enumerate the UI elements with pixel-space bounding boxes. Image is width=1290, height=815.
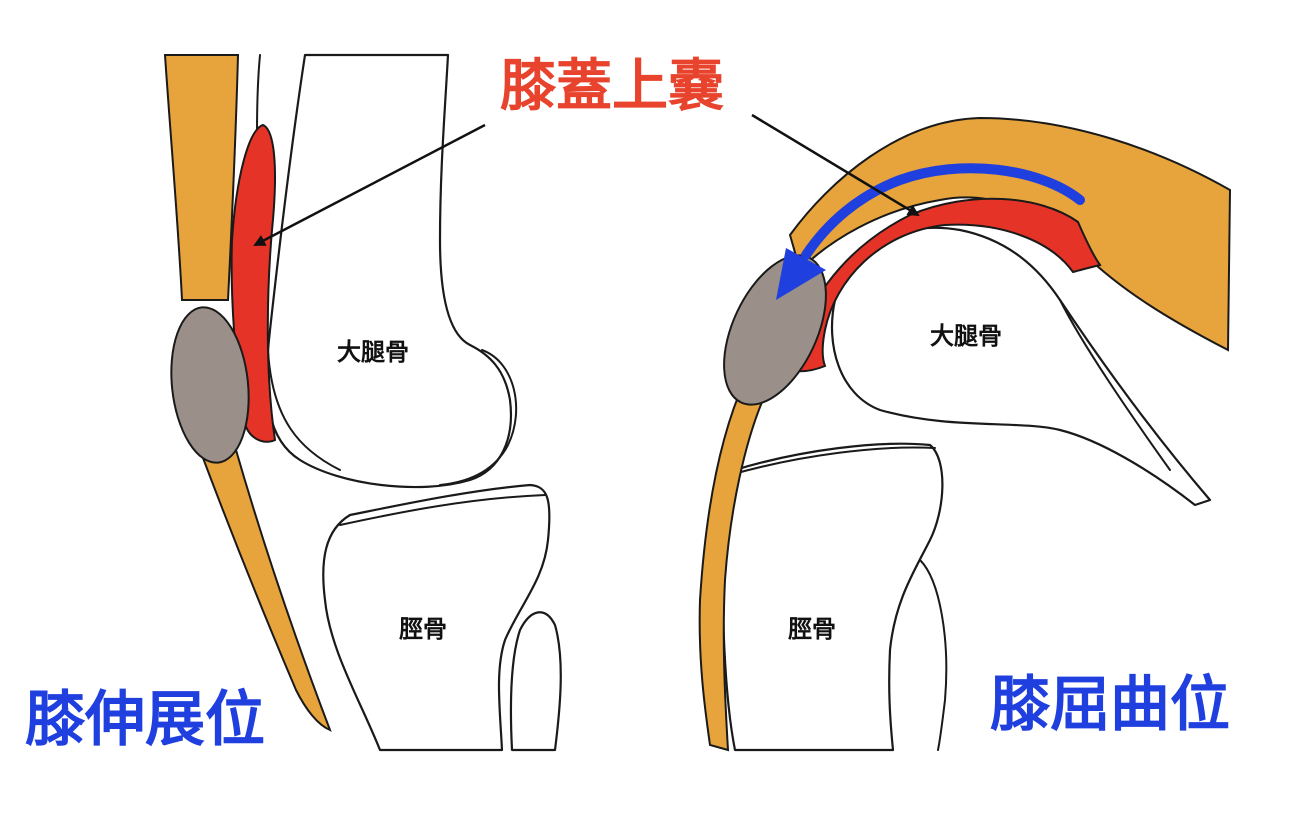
position-label-right: 膝屈曲位 bbox=[990, 670, 1230, 740]
fibula-right bbox=[919, 559, 948, 751]
femur-label-left: 大腿骨 bbox=[337, 338, 409, 366]
tibia-outline-left bbox=[322, 483, 551, 752]
fibula-left bbox=[509, 611, 562, 752]
patellar-tendon-right bbox=[698, 378, 767, 752]
leader-arrow-right bbox=[751, 113, 920, 217]
quadriceps-tendon-left bbox=[163, 54, 240, 301]
diagram-title: 膝蓋上嚢 bbox=[500, 54, 724, 119]
tibia-outline-right bbox=[721, 442, 944, 752]
leader-arrow-left bbox=[253, 123, 486, 247]
femur-label-right: 大腿骨 bbox=[930, 322, 1002, 350]
position-label-left: 膝伸展位 bbox=[25, 685, 265, 755]
femur-condyle-rim-left bbox=[439, 349, 518, 486]
tibia-cartilage-right bbox=[729, 446, 936, 476]
extension-panel: 大腿骨 脛骨 膝伸展位 bbox=[25, 53, 562, 755]
patella-left bbox=[170, 306, 250, 464]
blue-arrowhead bbox=[776, 248, 826, 300]
flexion-panel: 大腿骨 脛骨 膝屈曲位 bbox=[698, 113, 1232, 752]
patellar-tendon-left bbox=[198, 449, 332, 732]
femur-lower-line-right bbox=[1059, 299, 1171, 471]
tibia-label-left: 脛骨 bbox=[399, 615, 447, 643]
blue-curved-arrow-shaft bbox=[801, 163, 1085, 260]
femur-outline-left bbox=[265, 53, 512, 489]
tibia-cartilage-left bbox=[339, 494, 546, 526]
tibia-label-right: 脛骨 bbox=[788, 615, 836, 643]
